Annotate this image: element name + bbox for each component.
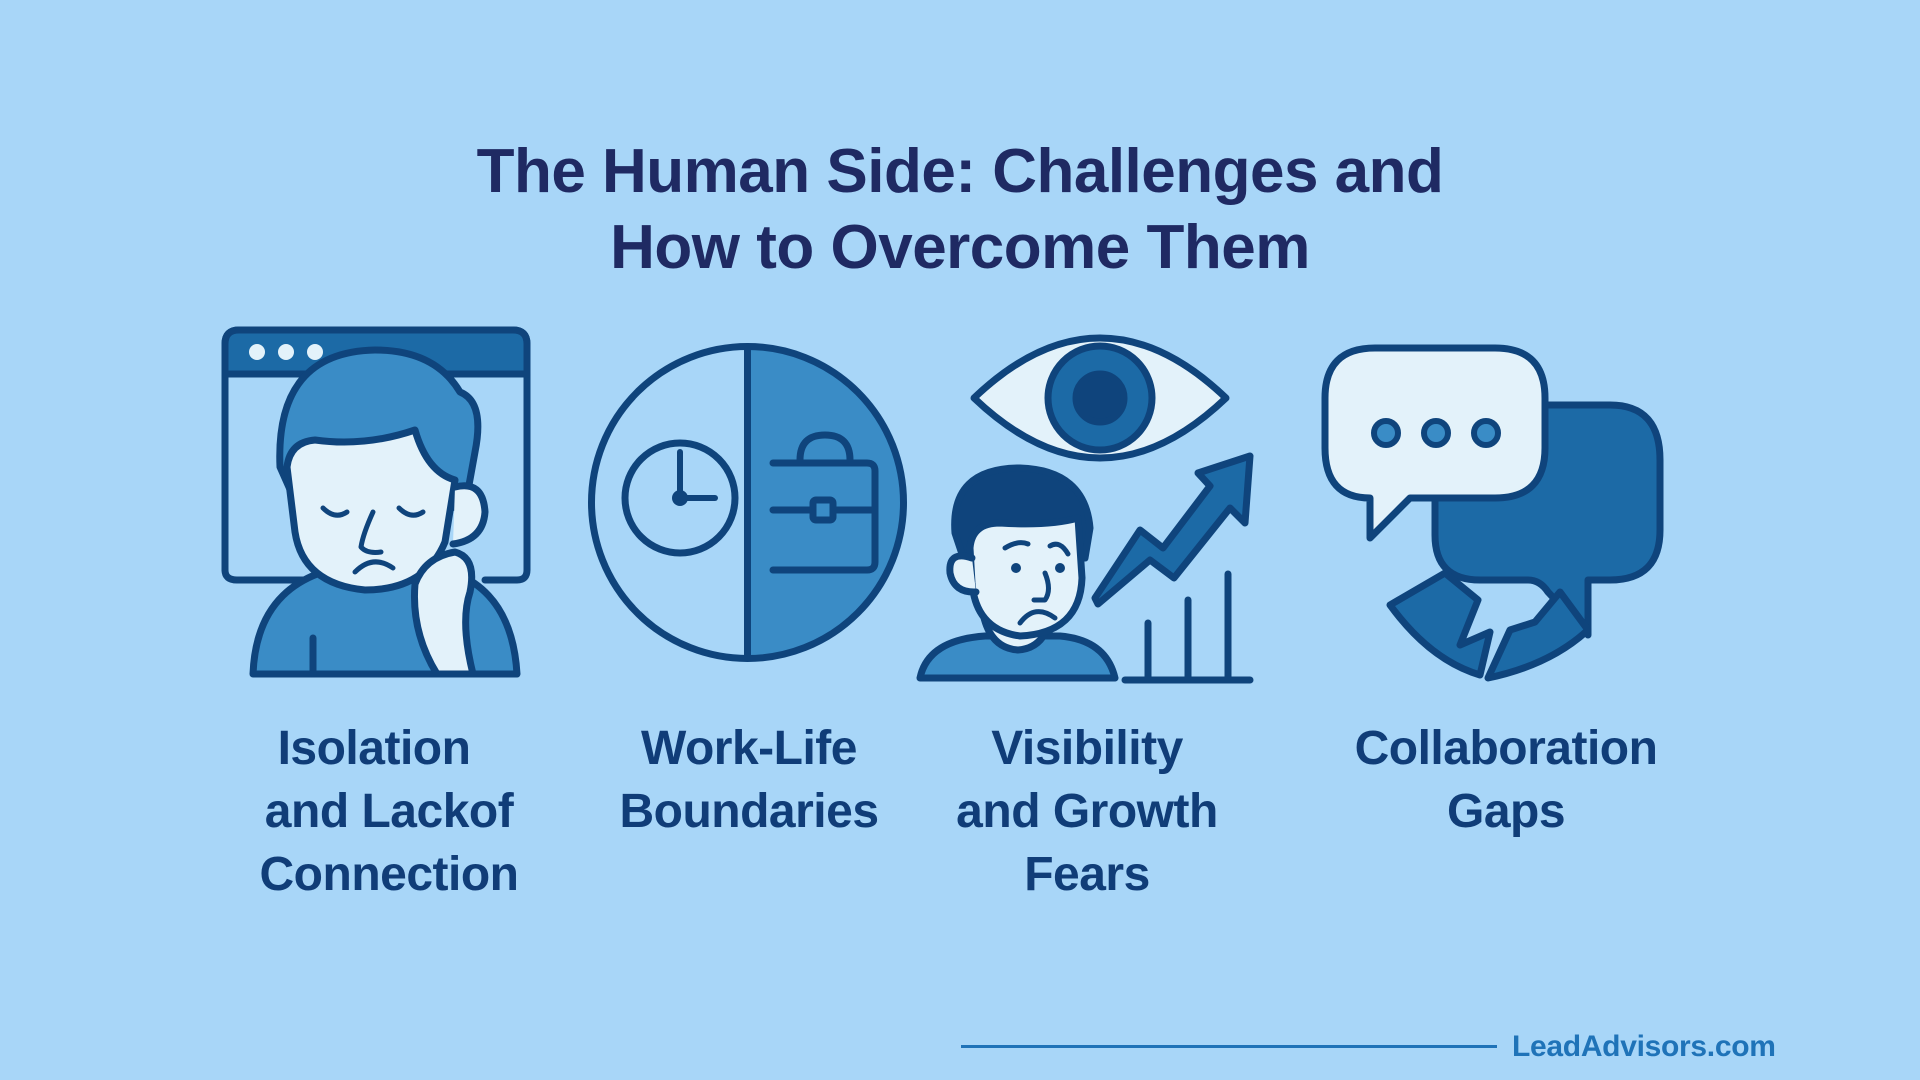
title-line-1: The Human Side: Challenges and <box>476 136 1444 206</box>
brand-link[interactable]: LeadAdvisors.com <box>1512 1030 1776 1063</box>
work-life-clock-briefcase-icon <box>588 343 907 662</box>
challenge-label-visibility: Visibility and Growth Fears <box>956 722 1218 901</box>
isolated-person-window-icon <box>221 326 531 678</box>
visibility-growth-eye-chart-icon <box>916 334 1254 684</box>
footer-divider <box>961 1045 1497 1048</box>
challenge-label-work-life: Work-Life Boundaries <box>619 722 879 838</box>
broken-chat-bubbles-icon <box>1321 344 1664 682</box>
title-line-2: How to Overcome Them <box>610 212 1310 282</box>
challenge-label-isolation: Isolation and Lackof Connection <box>259 722 519 901</box>
page-title: The Human Side: Challenges and How to Ov… <box>0 134 1920 286</box>
challenge-label-collaboration: Collaboration Gaps <box>1354 722 1658 838</box>
